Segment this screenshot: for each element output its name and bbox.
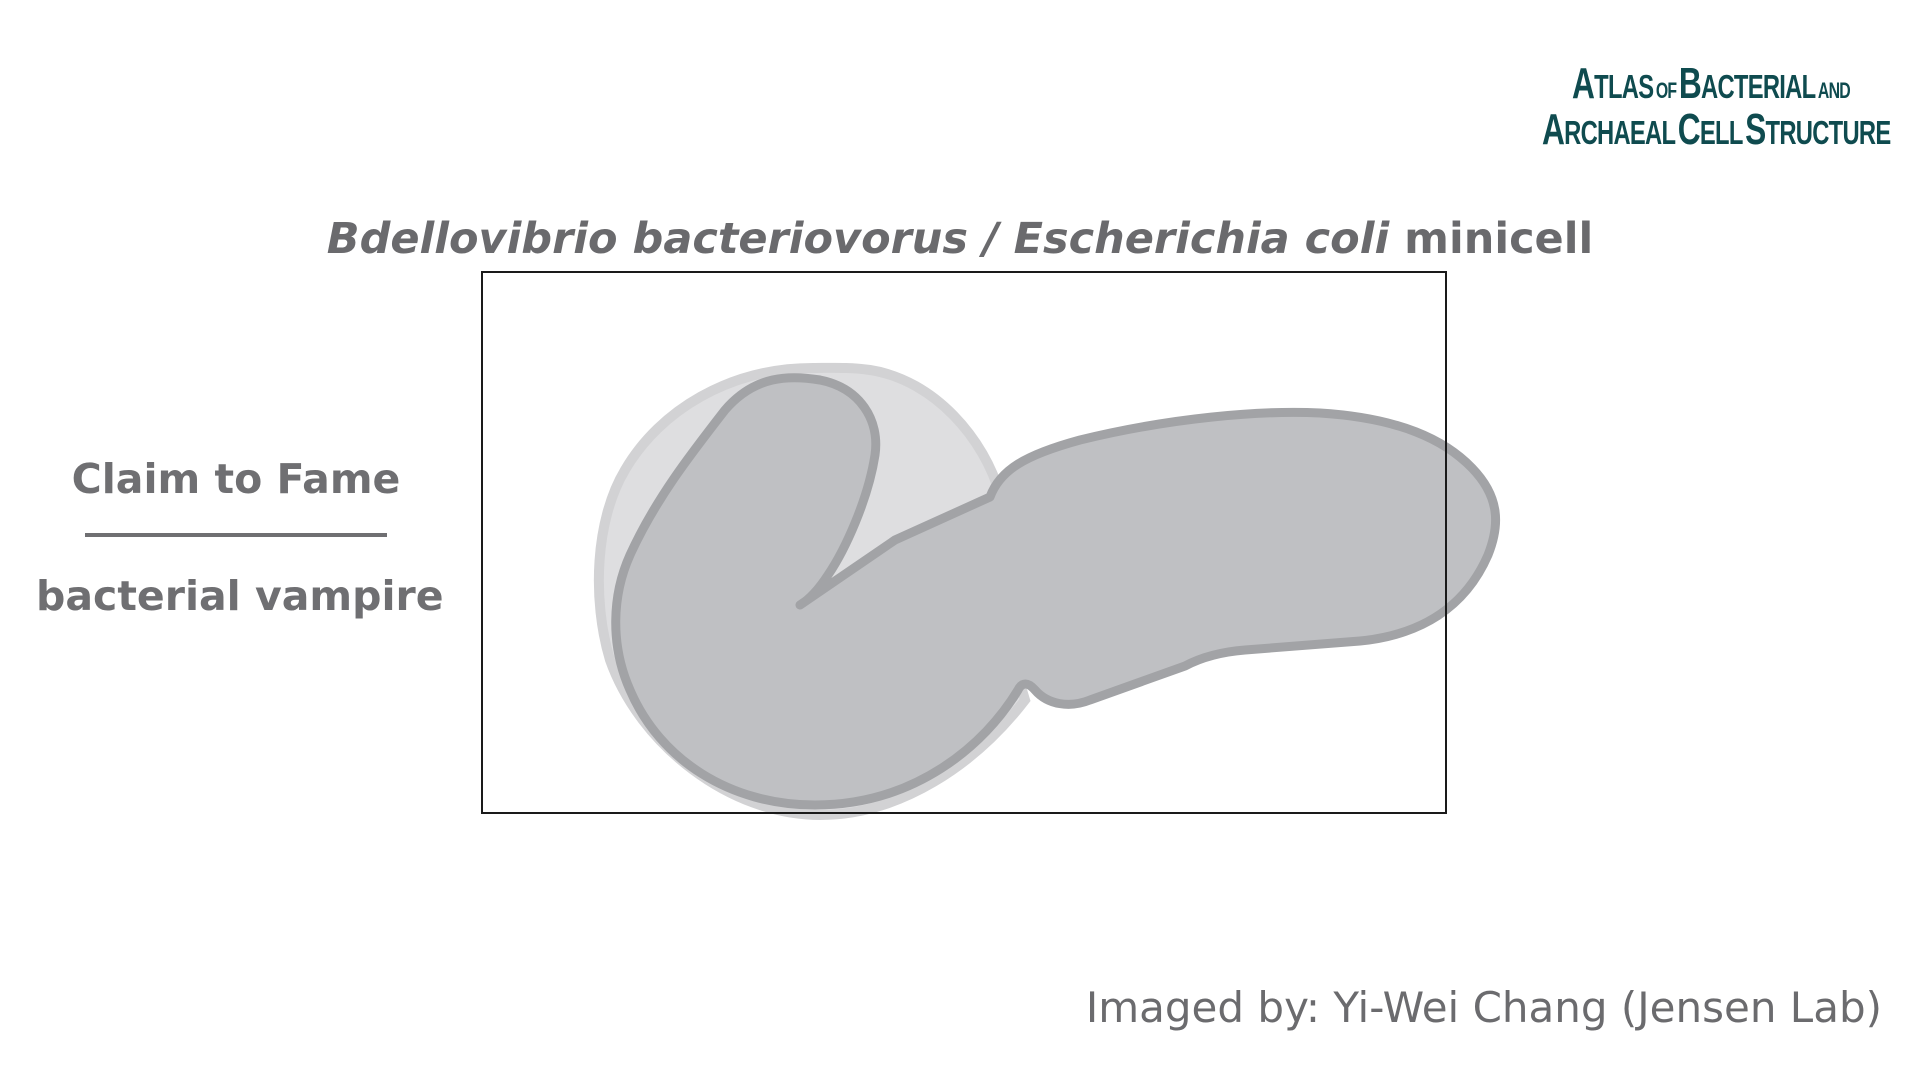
claim-to-fame-heading: Claim to Fame — [71, 455, 401, 503]
logo-line-1: ATLAS OF BACTERIAL AND — [1572, 59, 1851, 108]
logo-letter: B — [1678, 59, 1702, 108]
claim-divider — [85, 533, 387, 537]
logo-word: ACTERIAL — [1701, 68, 1816, 105]
bdellovibrio-cell-shape — [611, 373, 1501, 810]
logo-word: AND — [1817, 78, 1851, 103]
species-names: Bdellovibrio bacteriovorus / Escherichia… — [326, 214, 1390, 264]
logo-line-2: ARCHAEAL CELL STRUCTURE — [1542, 105, 1892, 154]
logo-word: OF — [1655, 78, 1677, 103]
image-credit: Imaged by: Yi-Wei Chang (Jensen Lab) — [1085, 983, 1882, 1032]
logo-letter: S — [1745, 105, 1766, 154]
page-title: Bdellovibrio bacteriovorus / Escherichia… — [0, 214, 1920, 264]
logo-letter: A — [1542, 105, 1565, 154]
logo-letter: C — [1677, 105, 1701, 154]
logo-word: RCHAEAL — [1564, 114, 1676, 151]
logo-word: ELL — [1699, 114, 1743, 151]
image-frame — [481, 271, 1447, 814]
claim-to-fame-value: bacterial vampire — [36, 572, 444, 620]
logo-word: TRUCTURE — [1765, 114, 1892, 151]
atlas-logo: ATLAS OF BACTERIAL AND ARCHAEAL CELL STR… — [1530, 59, 1892, 160]
title-suffix: minicell — [1404, 214, 1594, 264]
logo-word: TLAS — [1594, 68, 1654, 105]
logo-letter: A — [1572, 59, 1595, 108]
